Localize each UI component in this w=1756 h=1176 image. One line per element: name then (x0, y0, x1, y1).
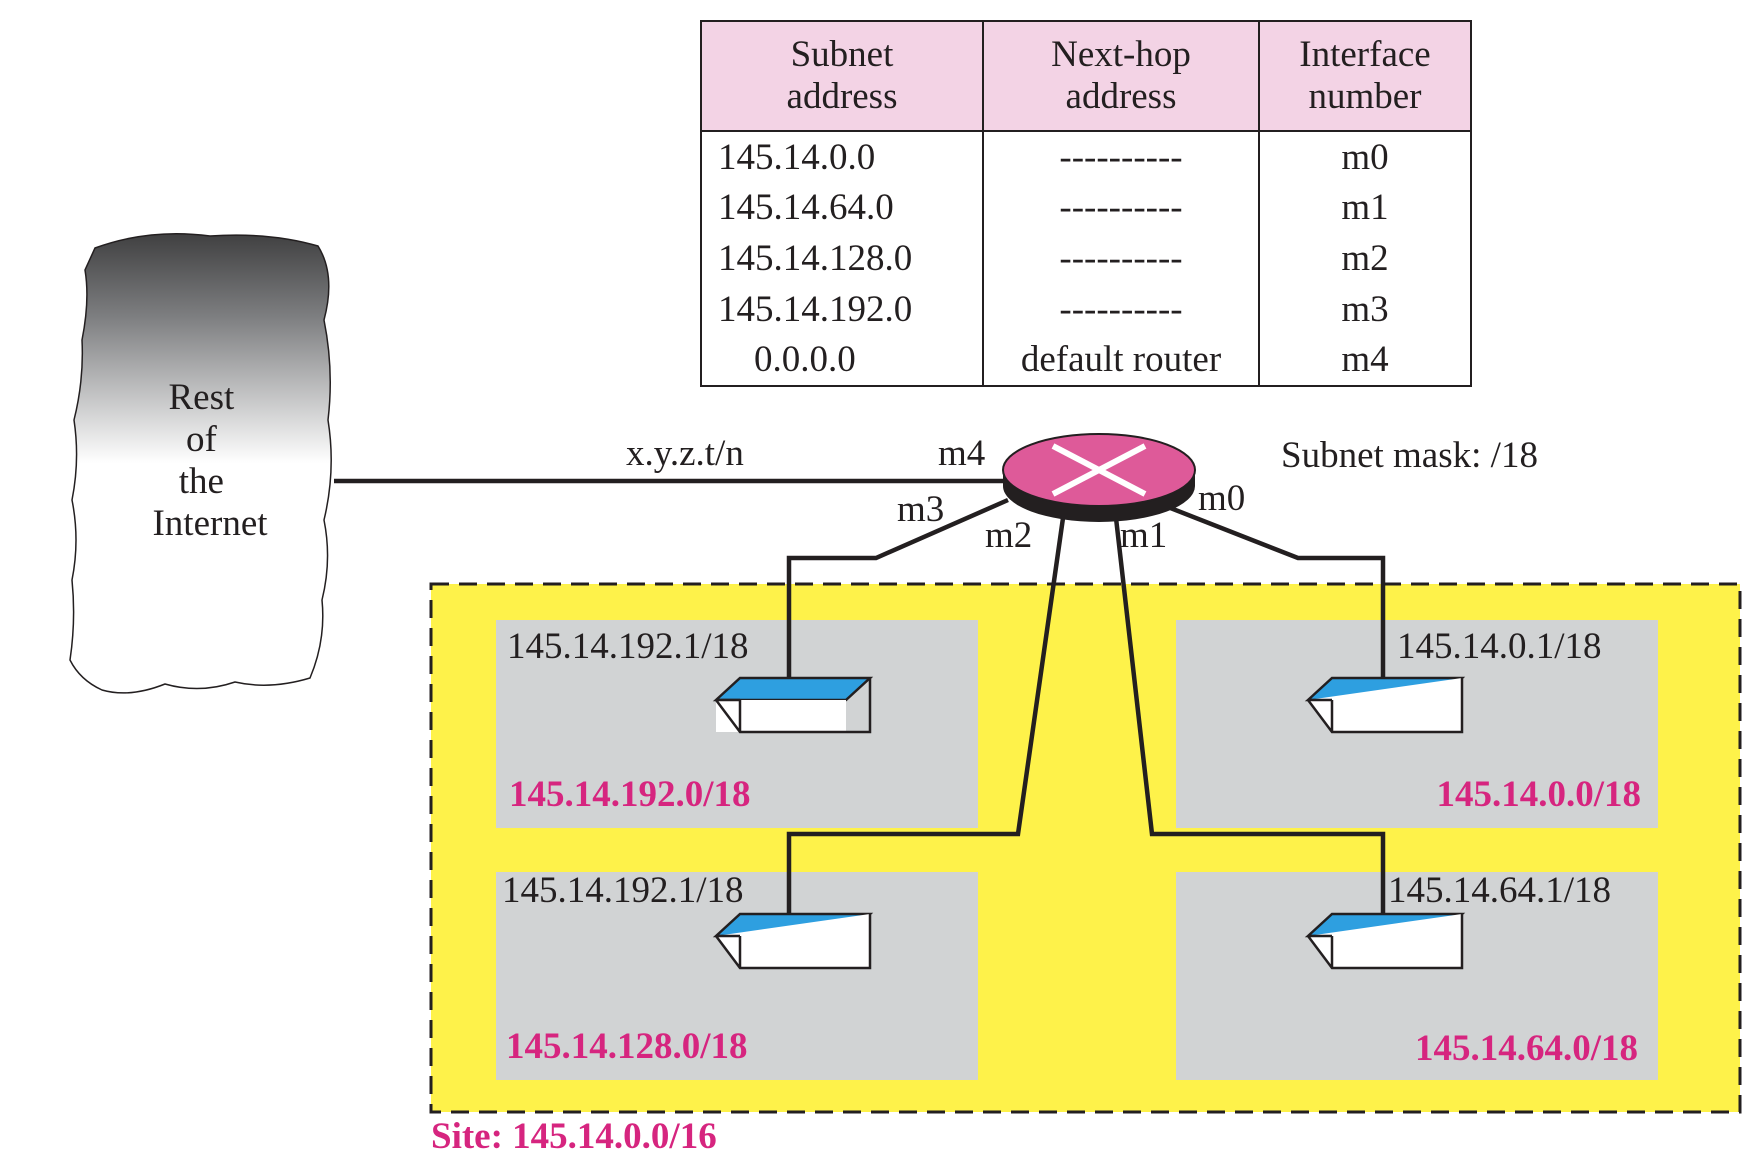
host-address: 145.14.64.1/18 (1388, 870, 1611, 911)
switch-icon (712, 676, 874, 734)
interface-cell: m2 (1258, 233, 1472, 284)
switch-icon (1304, 912, 1466, 970)
table-row: 145.14.0.0 ---------- m0 (700, 131, 1472, 183)
network-address: 145.14.0.0/18 (1436, 774, 1641, 815)
link-m1 (1113, 517, 1386, 916)
subnet-cell: 0.0.0.0 (700, 334, 984, 387)
subnet-cell: 145.14.192.0 (700, 283, 984, 335)
table-row: 145.14.64.0 ---------- m1 (700, 182, 1472, 234)
host-address: 145.14.0.1/18 (1397, 626, 1602, 667)
network-address: 145.14.128.0/18 (506, 1026, 748, 1067)
next-hop-cell: ---------- (982, 182, 1260, 234)
interface-cell: m3 (1258, 283, 1472, 335)
interface-cell: m4 (1258, 334, 1472, 387)
next-hop-cell: ---------- (982, 283, 1260, 335)
host-address: 145.14.192.1/18 (502, 870, 744, 911)
next-hop-cell: default router (982, 334, 1260, 387)
link-label: x.y.z.t/n (626, 433, 744, 474)
interface-label-m3: m3 (897, 489, 944, 530)
interface-cell: m1 (1258, 182, 1472, 234)
network-address: 145.14.64.0/18 (1415, 1028, 1638, 1069)
interface-label-m2: m2 (985, 515, 1032, 556)
table-row: 145.14.128.0 ---------- m2 (700, 233, 1472, 284)
switch-icon (712, 912, 874, 970)
link-m2 (786, 517, 1066, 916)
subnet-box-bottom-left (496, 872, 978, 1080)
subnet-box-bottom-right (1176, 872, 1658, 1080)
next-hop-cell: ---------- (982, 131, 1260, 183)
table-row: 0.0.0.0 default router m4 (700, 334, 1472, 387)
subnet-mask-label: Subnet mask: /18 (1281, 435, 1538, 476)
subnet-cell: 145.14.64.0 (700, 182, 984, 234)
link-m3 (786, 497, 1009, 680)
interface-cell: m0 (1258, 131, 1472, 183)
next-hop-cell: ---------- (982, 233, 1260, 284)
router (1002, 433, 1196, 522)
interface-label-m0: m0 (1198, 478, 1245, 519)
link-m0 (1149, 497, 1386, 680)
site-label: Site: 145.14.0.0/16 (431, 1116, 717, 1157)
interface-label-m4: m4 (938, 433, 985, 474)
internet-label: Rest of the Internet (152, 377, 268, 544)
host-address: 145.14.192.1/18 (507, 626, 749, 667)
subnet-cell: 145.14.128.0 (700, 233, 984, 284)
internet-cloud (69, 232, 332, 694)
subnet-cell: 145.14.0.0 (700, 131, 984, 183)
network-address: 145.14.192.0/18 (509, 774, 751, 815)
interface-label-m1: m1 (1120, 515, 1167, 556)
table-row: 145.14.192.0 ---------- m3 (700, 283, 1472, 335)
switch-icon (1304, 676, 1466, 734)
